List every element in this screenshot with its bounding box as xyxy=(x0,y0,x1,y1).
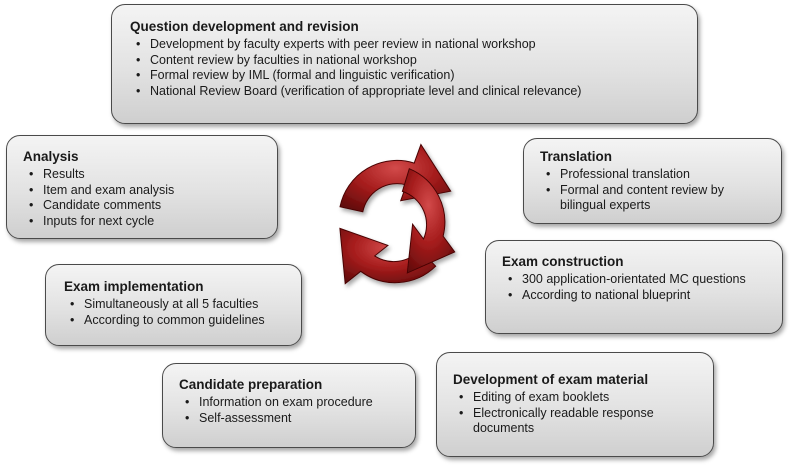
list-item: Professional translation xyxy=(540,167,769,183)
box-development-of-exam-material: Development of exam material Editing of … xyxy=(436,352,714,457)
list-item: Self-assessment xyxy=(179,411,403,427)
box-title: Translation xyxy=(540,149,613,164)
list-item: According to common guidelines xyxy=(64,313,289,329)
box-title: Candidate preparation xyxy=(179,377,323,392)
list-item: Content review by faculties in national … xyxy=(130,53,685,69)
box-question-development: Question development and revision Develo… xyxy=(111,4,698,124)
list-item: Candidate comments xyxy=(23,198,265,214)
list-item: Editing of exam booklets xyxy=(453,390,701,406)
cycle-arrows-icon xyxy=(339,143,456,285)
box-title: Analysis xyxy=(23,149,79,164)
cycle-arrow-3 xyxy=(401,168,456,274)
box-exam-construction: Exam construction 300 application-orient… xyxy=(485,240,783,334)
list-item: Item and exam analysis xyxy=(23,183,265,199)
list-item: According to national blueprint xyxy=(502,288,770,304)
box-title: Development of exam material xyxy=(453,372,649,387)
list-item: 300 application-orientated MC questions xyxy=(502,272,770,288)
list-item: Information on exam procedure xyxy=(179,395,403,411)
list-item: Formal and content review by bilingual e… xyxy=(540,183,769,214)
list-item: Inputs for next cycle xyxy=(23,214,265,230)
list-item: Simultaneously at all 5 faculties xyxy=(64,297,289,313)
box-exam-implementation: Exam implementation Simultaneously at al… xyxy=(45,264,302,346)
list-item: Results xyxy=(23,167,265,183)
list-item: Formal review by IML (formal and linguis… xyxy=(130,68,685,84)
box-candidate-preparation: Candidate preparation Information on exa… xyxy=(162,363,416,448)
list-item: National Review Board (verification of a… xyxy=(130,84,685,100)
box-title: Exam construction xyxy=(502,254,624,269)
list-item: Development by faculty experts with peer… xyxy=(130,37,685,53)
box-analysis: Analysis Results Item and exam analysis … xyxy=(6,135,278,239)
box-translation: Translation Professional translation For… xyxy=(523,138,782,224)
box-title: Exam implementation xyxy=(64,279,204,294)
box-title: Question development and revision xyxy=(130,19,359,34)
list-item: Electronically readable response documen… xyxy=(453,406,701,437)
